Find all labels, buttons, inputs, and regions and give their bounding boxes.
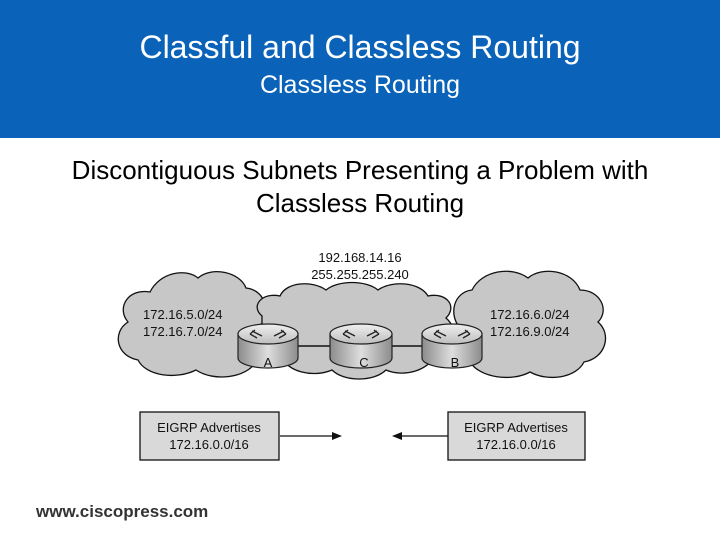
router-c: C [329,323,393,370]
left-advert-line-1: EIGRP Advertises [157,420,261,435]
right-advert-line-2: 172.16.0.0/16 [476,437,556,452]
heading-line-1: Discontiguous Subnets Presenting a Probl… [71,155,649,185]
right-advert-line-1: EIGRP Advertises [464,420,568,435]
slide-heading: Discontiguous Subnets Presenting a Probl… [30,154,690,220]
router-arrows-icon [433,329,471,339]
slide-subtitle: Classless Routing [259,71,461,99]
publisher-url: www.ciscopress.com [36,502,209,521]
router-arrows-icon [342,329,380,339]
router-b: B [421,323,483,370]
left-cloud-net-1: 172.16.5.0/24 [143,307,223,322]
right-cloud-net-1: 172.16.6.0/24 [490,307,570,322]
left-arrow-icon [392,432,448,440]
right-cloud-net-2: 172.16.9.0/24 [490,324,570,339]
router-c-label: C [359,355,368,370]
right-arrow-icon [280,432,342,440]
router-b-label: B [451,355,460,370]
left-cloud-net-2: 172.16.7.0/24 [143,324,223,339]
slide-title: Classful and Classless Routing [139,29,581,65]
title-banner: Classful and Classless Routing Classless… [0,0,720,138]
center-network-address: 192.168.14.16 [318,250,401,265]
left-advert-line-2: 172.16.0.0/16 [169,437,249,452]
router-a-label: A [264,355,273,370]
heading-line-2: Classless Routing [255,188,465,218]
router-a: A [237,323,299,370]
center-network-mask: 255.255.255.240 [311,267,409,282]
left-advert-box [139,411,280,461]
router-arrows-icon [249,329,287,339]
